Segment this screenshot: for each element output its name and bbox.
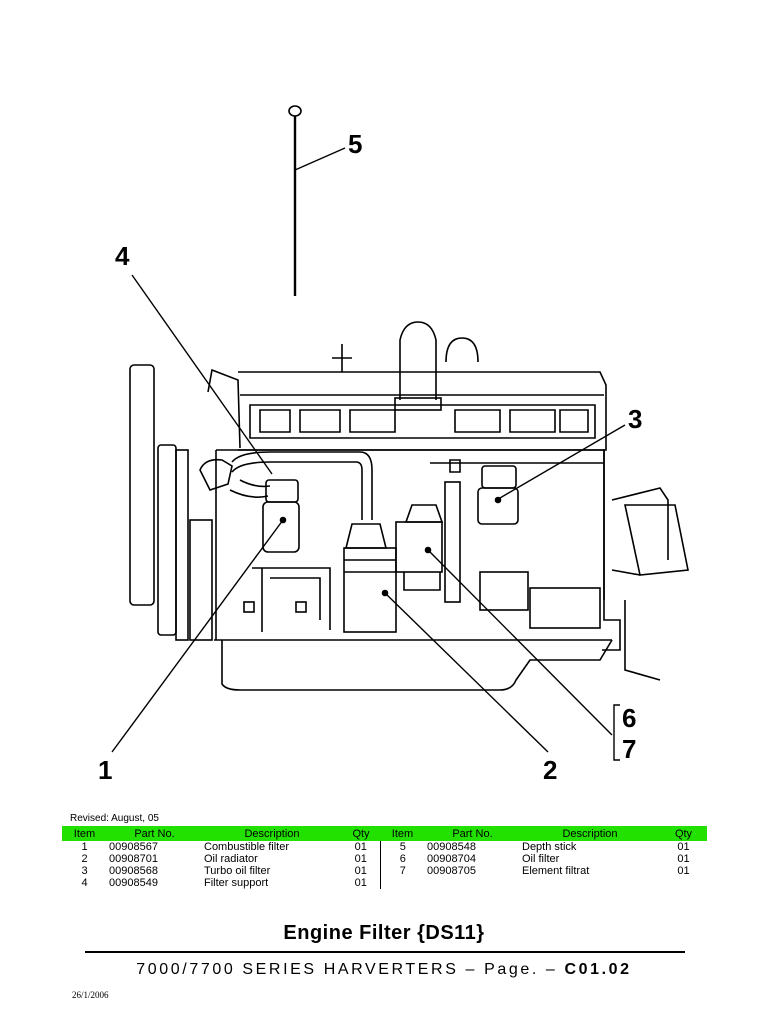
engine-block-drawing: [207, 321, 689, 691]
part-description: Combustible filter: [204, 841, 289, 853]
part-qty: 01: [354, 853, 367, 865]
title-divider: [85, 951, 685, 953]
callout-3: 3: [628, 404, 642, 434]
empty-cell: [520, 877, 660, 889]
part-qty: 01: [677, 865, 690, 877]
table-header: Item Part No. Description Qty Item Part …: [62, 826, 707, 841]
oil-radiator-drawing: [343, 523, 397, 633]
header-qty: Qty: [342, 826, 380, 841]
print-date: 26/1/2006: [72, 990, 109, 1000]
part-number: 00908549: [109, 877, 158, 889]
item-number: 3: [81, 865, 88, 877]
part-number: 00908705: [427, 865, 476, 877]
item-number: 6: [379, 853, 425, 865]
header-item: Item: [380, 826, 425, 841]
empty-cell: [379, 877, 425, 889]
depth-stick-drawing: [288, 105, 302, 296]
header-part-no: Part No.: [107, 826, 202, 841]
header-description: Description: [520, 826, 660, 841]
item-number: 7: [379, 865, 425, 877]
part-description: Depth stick: [522, 841, 577, 853]
part-qty: 01: [354, 841, 367, 853]
header-item: Item: [62, 826, 107, 841]
oil-filter-drawing: [395, 481, 601, 629]
revised-date: Revised: August, 05: [70, 813, 159, 824]
table-row: 2 00908701 Oil radiator 01 6 00908704 Oi…: [62, 853, 707, 865]
part-qty: 01: [354, 877, 367, 889]
part-number: 00908568: [109, 865, 158, 877]
table-row: 4 00908549 Filter support 01: [62, 877, 707, 889]
item-number: 2: [81, 853, 88, 865]
part-qty: 01: [354, 865, 367, 877]
parts-table: Item Part No. Description Qty Item Part …: [62, 826, 707, 889]
table-row: 3 00908568 Turbo oil filter 01 7 0090870…: [62, 865, 707, 877]
callout-1: 1: [98, 755, 112, 785]
callout-7: 7: [622, 734, 636, 764]
part-description: Turbo oil filter: [204, 865, 271, 877]
filter-support-drawing: [243, 567, 331, 632]
part-number: 00908567: [109, 841, 158, 853]
leader-lines: [111, 147, 626, 761]
part-number: 00908548: [427, 841, 476, 853]
header-qty: Qty: [660, 826, 707, 841]
empty-cell: [660, 877, 707, 889]
pipes-drawing: [199, 451, 604, 520]
part-description: Element filtrat: [522, 865, 590, 877]
callout-2: 2: [543, 755, 557, 785]
callout-labels: 5 4 3 6 7 1 2: [98, 129, 642, 785]
series-text: 7000/7700 SERIES HARVERTERS – Page. –: [136, 961, 558, 978]
fan-drawing: [129, 364, 213, 641]
item-number: 1: [81, 841, 88, 853]
combustible-filter-drawing: [262, 479, 300, 553]
turbo-oil-filter-drawing: [477, 465, 519, 525]
empty-cell: [425, 877, 520, 889]
header-description: Description: [202, 826, 342, 841]
callout-6: 6: [622, 703, 636, 733]
item-number: 4: [81, 877, 88, 889]
part-description: Oil radiator: [204, 853, 258, 865]
part-qty: 01: [677, 853, 690, 865]
header-part-no: Part No.: [425, 826, 520, 841]
engine-filter-diagram: 5 4 3 6 7 1 2: [98, 105, 689, 785]
part-description: Oil filter: [522, 853, 560, 865]
page-code: C01.02: [564, 961, 632, 978]
part-description: Filter support: [204, 877, 269, 889]
callout-4: 4: [115, 241, 130, 271]
item-number: 5: [379, 841, 425, 853]
page-subtitle: 7000/7700 SERIES HARVERTERS – Page. – C0…: [0, 961, 768, 979]
part-number: 00908704: [427, 853, 476, 865]
part-qty: 01: [677, 841, 690, 853]
part-number: 00908701: [109, 853, 158, 865]
callout-5: 5: [348, 129, 362, 159]
page-title: Engine Filter {DS11}: [283, 922, 485, 944]
table-row: 1 00908567 Combustible filter 01 5 00908…: [62, 841, 707, 853]
